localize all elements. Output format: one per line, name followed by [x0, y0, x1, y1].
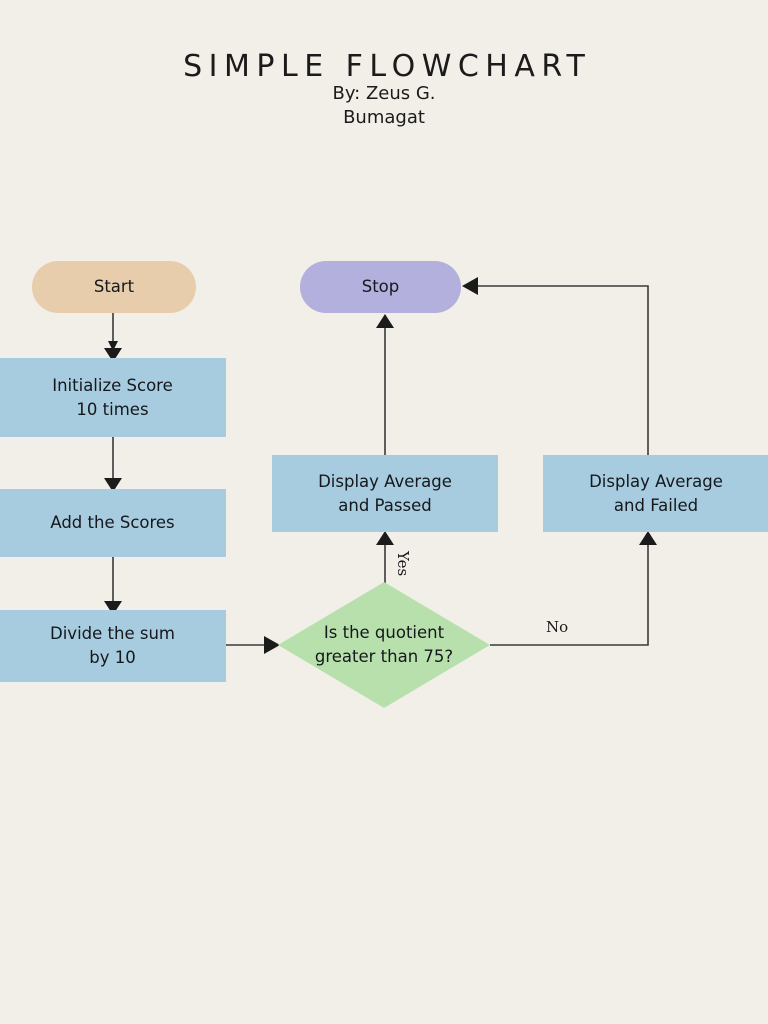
node-start-label: Start [93, 277, 135, 297]
node-display-failed-label: Display Average and Failed [589, 471, 723, 515]
node-decision-quotient[interactable]: Is the quotient greater than 75? [278, 582, 490, 708]
node-divide-sum-label: Divide the sum by 10 [50, 624, 175, 667]
author-surname: Bumagat [343, 107, 425, 129]
arrowhead-into-stop-right [462, 277, 478, 295]
edge-failed-stop [477, 285, 649, 455]
node-decision-quotient-label: Is the quotient greater than 75? [314, 623, 454, 666]
edge-label-no: No [546, 618, 569, 636]
node-display-failed[interactable]: Display Average and Failed [543, 455, 768, 532]
node-add-scores[interactable]: Add the Scores [0, 489, 226, 557]
arrowhead-into-stop [376, 314, 394, 328]
node-add-scores-label: Add the Scores [50, 513, 175, 533]
node-start[interactable]: Start [32, 261, 196, 313]
edge-decide-failed [490, 538, 649, 646]
node-display-passed-label: Display Average and Passed [318, 471, 452, 515]
node-stop[interactable]: Stop [300, 261, 461, 313]
page-title: SIMPLE FLOWCHART [183, 49, 592, 84]
node-display-passed[interactable]: Display Average and Passed [272, 455, 498, 532]
arrowhead-into-failed [639, 531, 657, 545]
node-initialize-score[interactable]: Initialize Score 10 times [0, 358, 226, 437]
byline: By: Zeus G. [332, 83, 436, 104]
node-divide-sum[interactable]: Divide the sum by 10 [0, 610, 226, 682]
arrowhead-into-passed [376, 531, 394, 545]
node-stop-label: Stop [361, 277, 400, 297]
title-block: SIMPLE FLOWCHART By: Zeus G. Bumagat [0, 52, 768, 131]
node-initialize-score-label: Initialize Score 10 times [52, 375, 173, 419]
decision-diamond-shape [278, 582, 490, 708]
edge-label-yes: Yes [394, 551, 412, 577]
